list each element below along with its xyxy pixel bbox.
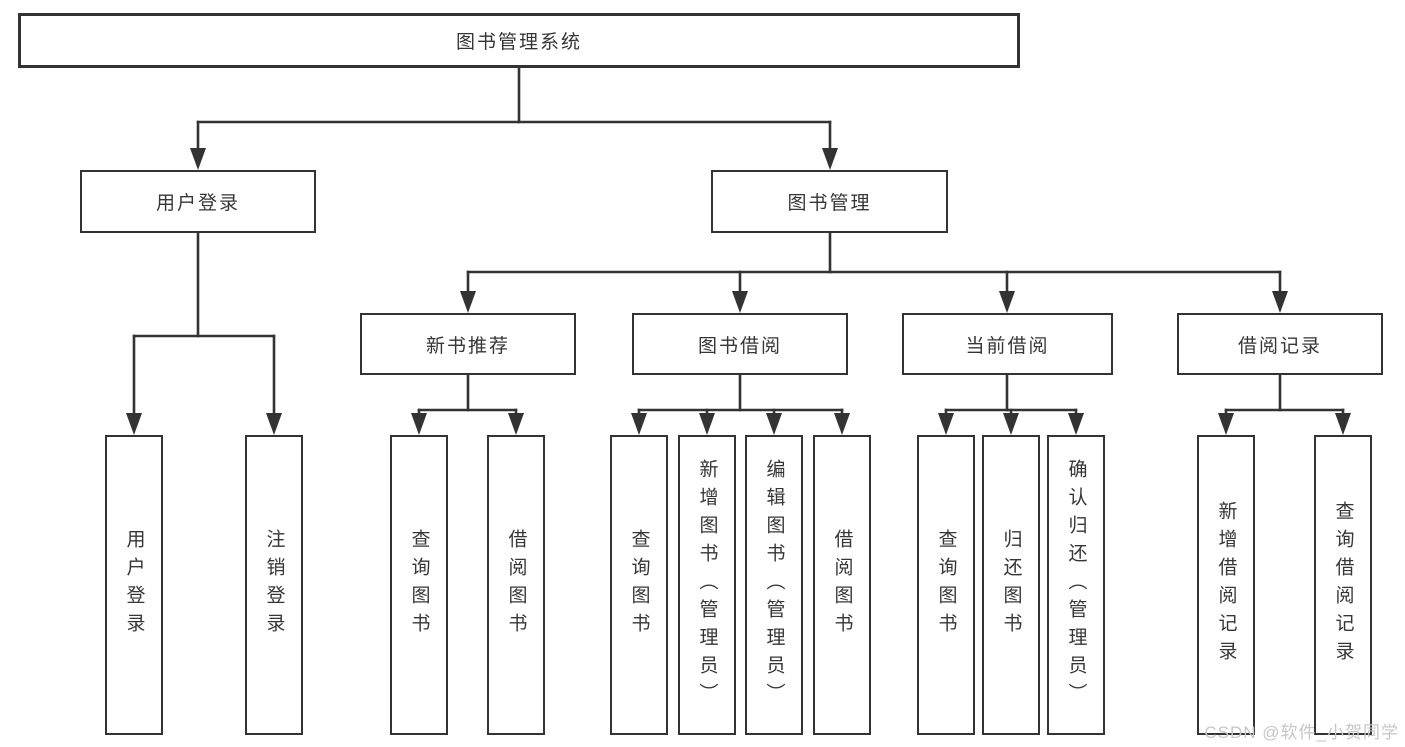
csdn-watermark: CSDN @软件_小贺同学 xyxy=(1204,723,1399,742)
node-book-management: 图书管理 xyxy=(711,170,948,233)
leaf-confirm-return-admin: 确认归还（管理员） xyxy=(1047,435,1105,735)
node-label: 图书管理 xyxy=(787,193,872,214)
leaf-add-book-admin: 新增图书（管理员） xyxy=(678,435,736,735)
node-label: 用户登录 xyxy=(123,529,145,641)
node-label: 借阅图书 xyxy=(505,529,527,641)
connector-currentborrow-to-leaves xyxy=(938,373,1084,435)
connector-userlogin-to-leaves xyxy=(126,231,282,435)
node-label: 借阅记录 xyxy=(1237,335,1322,357)
leaf-query-books-borrowing: 查询图书 xyxy=(610,435,668,735)
leaf-edit-book-admin: 编辑图书（管理员） xyxy=(745,435,803,735)
node-label: 新增借阅记录 xyxy=(1215,501,1237,669)
node-label: 查询图书 xyxy=(935,529,957,641)
leaf-user-login: 用户登录 xyxy=(105,435,163,735)
node-user-login: 用户登录 xyxy=(80,170,316,233)
node-label: 归还图书 xyxy=(1000,529,1022,641)
leaf-borrow-books-newbook: 借阅图书 xyxy=(487,435,545,735)
node-label: 图书借阅 xyxy=(697,335,782,357)
leaf-logout: 注销登录 xyxy=(245,435,303,735)
node-library-management-system: 图书管理系统 xyxy=(18,13,1020,68)
connector-root-to-level2 xyxy=(190,66,838,170)
node-label: 借阅图书 xyxy=(831,529,853,641)
node-label: 查询借阅记录 xyxy=(1332,501,1354,669)
node-borrowing-records: 借阅记录 xyxy=(1177,313,1383,375)
node-label: 图书管理系统 xyxy=(455,32,582,53)
node-label: 编辑图书（管理员） xyxy=(763,459,785,711)
leaf-return-books: 归还图书 xyxy=(982,435,1040,735)
node-label: 当前借阅 xyxy=(965,335,1050,357)
connector-newbook-to-leaves xyxy=(411,373,524,435)
node-new-book-recommendation: 新书推荐 xyxy=(360,313,576,375)
leaf-add-borrow-record: 新增借阅记录 xyxy=(1197,435,1255,735)
node-label: 新书推荐 xyxy=(425,335,510,357)
connector-borrowrecord-to-leaves xyxy=(1218,373,1351,435)
connector-bookmgmt-to-level3 xyxy=(460,231,1288,313)
connector-bookborrow-to-leaves xyxy=(631,373,850,435)
node-label: 注销登录 xyxy=(263,529,285,641)
node-book-borrowing: 图书借阅 xyxy=(632,313,848,375)
node-label: 查询图书 xyxy=(628,529,650,641)
node-label: 确认归还（管理员） xyxy=(1065,459,1087,711)
node-label: 查询图书 xyxy=(408,529,430,641)
leaf-query-books-newbook: 查询图书 xyxy=(390,435,448,735)
leaf-query-borrow-record: 查询借阅记录 xyxy=(1314,435,1372,735)
node-label: 新增图书（管理员） xyxy=(696,459,718,711)
leaf-query-books-current: 查询图书 xyxy=(917,435,975,735)
node-label: 用户登录 xyxy=(155,193,240,214)
node-current-borrowing: 当前借阅 xyxy=(902,313,1113,375)
leaf-borrow-books-borrowing: 借阅图书 xyxy=(813,435,871,735)
